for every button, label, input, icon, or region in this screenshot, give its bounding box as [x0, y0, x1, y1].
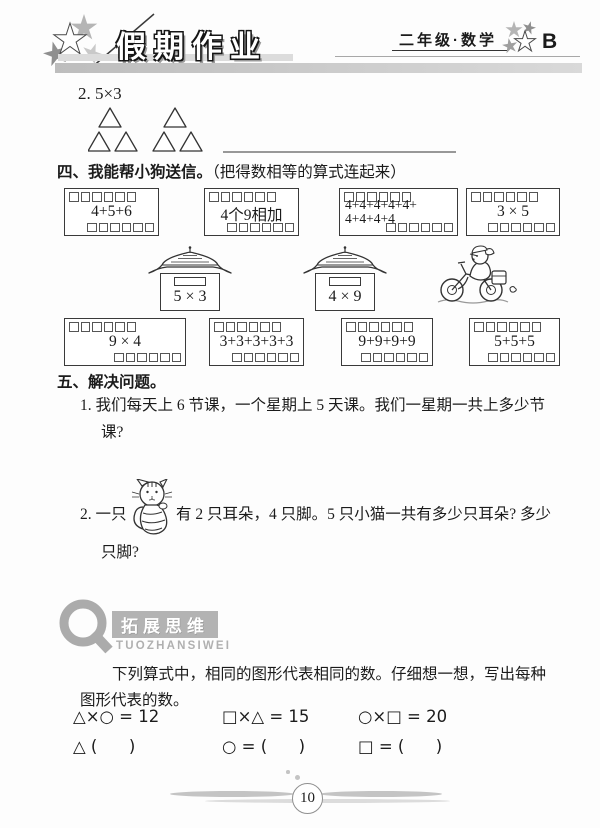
envelope-expression: 3+3+3+3+3 [219, 333, 294, 350]
answer-blank-3: □ = ( ) [358, 737, 443, 756]
problem-2-line2: 只脚? [101, 544, 139, 561]
footer-dot [295, 775, 300, 780]
exercise-2-label: 2. 5×3 [78, 84, 122, 103]
footer-dot [286, 770, 290, 774]
house-box: 5 × 3 [160, 273, 220, 311]
envelope-expression: 4+5+6 [91, 203, 132, 220]
envelope-expression: 4+4+4+4+4+ 4+4+4+4 [345, 197, 417, 226]
problem-1-line2: 课? [101, 424, 124, 441]
dog-on-motorcycle-illustration [437, 245, 517, 304]
section-4-heading: 四、我能帮小狗送信。（把得数相等的算式连起来） [57, 160, 406, 182]
section-4-title: 四、我能帮小狗送信。 [57, 164, 213, 181]
house-roof-icon [148, 246, 232, 274]
extension-intro-line1: 下列算式中，相同的图形代表相同的数。仔细想一想，写出每种 [112, 666, 547, 683]
stamp-squares [474, 322, 541, 332]
page-number: 10 [300, 790, 315, 806]
header-bar [55, 63, 582, 73]
envelope-card: 3 × 5 [466, 188, 560, 236]
envelope-card: 4+5+6 [64, 188, 159, 236]
stamp-squares [209, 192, 276, 202]
extension-intro-line2: 图形代表的数。 [80, 692, 189, 709]
house-roof-icon [303, 246, 387, 274]
mail-slot-icon [329, 277, 361, 286]
stamp-squares [488, 222, 555, 232]
envelope-card: 4个9相加 [204, 188, 299, 236]
stars-badge-icon [501, 19, 544, 58]
section-5-heading: 五、解决问题。 [57, 374, 166, 391]
page-number-badge: 10 [292, 783, 323, 814]
extension-subtitle: TUOZHANSIWEI [116, 640, 232, 652]
stamp-squares [114, 352, 181, 362]
grade-label: 二年级·数学 [399, 32, 497, 49]
stamp-squares [69, 322, 136, 332]
envelope-card: 9+9+9+9 [341, 318, 433, 366]
extension-title: 拓展思维 [121, 617, 209, 636]
grade-underline [392, 50, 508, 52]
stamp-squares [346, 322, 413, 332]
stamp-squares [69, 192, 136, 202]
edition-badge: B [542, 30, 558, 53]
envelope-expression: 5+5+5 [494, 333, 535, 350]
mailbox-house: 5 × 3 [145, 245, 235, 311]
stamp-squares [386, 222, 453, 232]
equation-2: □×△ = 15 [222, 707, 310, 726]
stamp-squares [471, 192, 538, 202]
envelope-card: 9 × 4 [64, 318, 186, 366]
cat-illustration [131, 479, 173, 535]
envelope-card: 4+4+4+4+4+ 4+4+4+4 [339, 188, 458, 236]
answer-blank-2: ○ = ( ) [222, 737, 306, 756]
envelope-expression: 3 × 5 [497, 203, 529, 220]
problem-2-prefix: 2. 一只 [80, 506, 127, 523]
footer-swoosh-right [320, 791, 442, 797]
stamp-squares [227, 222, 294, 232]
house-label: 4 × 9 [328, 288, 362, 305]
header-underbar [58, 54, 293, 61]
answer-blank-1: △ ( ) [73, 737, 136, 756]
q-mark-logo-icon [59, 599, 113, 654]
stamp-squares [361, 352, 428, 362]
section-4-note: （把得数相等的算式连起来） [212, 164, 406, 181]
problem-2-suffix: 有 2 只耳朵，4 只脚。5 只小猫一共有多少只耳朵? 多少 [176, 506, 552, 523]
header-rule [335, 56, 580, 57]
stamp-squares [214, 322, 281, 332]
house-label: 5 × 3 [173, 288, 207, 305]
envelope-card: 5+5+5 [469, 318, 560, 366]
footer-swoosh-left [170, 791, 294, 797]
envelope-card: 3+3+3+3+3 [209, 318, 304, 366]
envelope-expression: 9+9+9+9 [358, 333, 416, 350]
triangle-groups-figure [88, 107, 456, 153]
footer-swoosh-under [205, 799, 450, 803]
equation-1: △×○ = 12 [73, 707, 160, 726]
mailbox-house: 4 × 9 [300, 245, 390, 311]
stamp-squares [488, 352, 555, 362]
envelope-expression: 9 × 4 [109, 333, 141, 350]
stamp-squares [344, 192, 411, 202]
extension-logo-banner: 拓展思维 [112, 611, 218, 638]
workbook-title: 假期作业 [116, 31, 268, 64]
house-box: 4 × 9 [315, 273, 375, 311]
problem-1-line1: 1. 我们每天上 6 节课，一个星期上 5 天课。我们一星期一共上多少节 [80, 397, 546, 414]
mail-slot-icon [174, 277, 206, 286]
stamp-squares [87, 222, 154, 232]
envelope-expression: 4个9相加 [220, 207, 283, 224]
stamp-squares [232, 352, 299, 362]
equation-3: ○×□ = 20 [358, 707, 448, 726]
